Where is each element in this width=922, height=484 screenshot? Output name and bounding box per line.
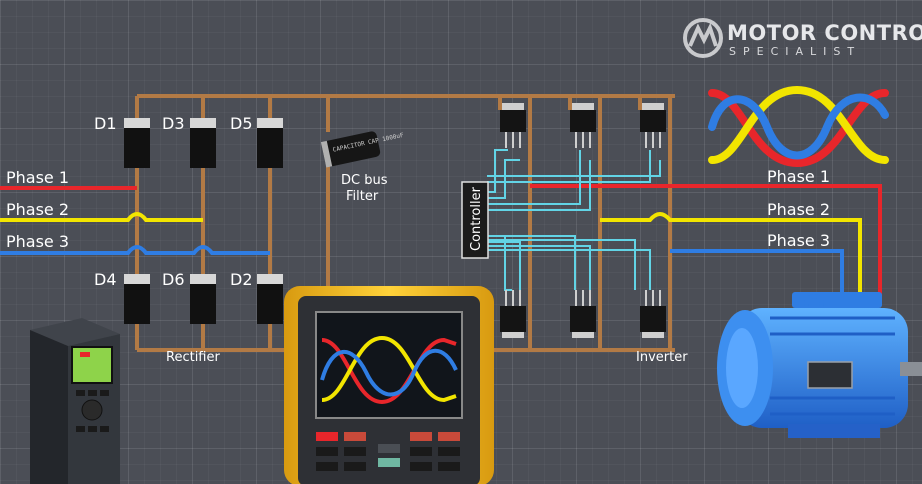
input-phase-lines bbox=[0, 186, 270, 255]
dc-bus-capacitor: CAPACITOR CAP 1000uF bbox=[320, 131, 405, 168]
oscilloscope-waves bbox=[320, 335, 458, 405]
logo-line2: SPECIALIST bbox=[729, 45, 861, 58]
input-phase-2-label: Phase 2 bbox=[6, 200, 69, 219]
igbt-transistor bbox=[570, 290, 596, 338]
inverter-top-switches bbox=[500, 103, 666, 148]
igbt-transistor bbox=[640, 290, 666, 338]
inverter-label: Inverter bbox=[636, 350, 688, 365]
controller-box: Controller bbox=[461, 181, 489, 259]
diode bbox=[190, 118, 216, 168]
output-phase-3-label: Phase 3 bbox=[767, 231, 830, 250]
sine-waves-icon bbox=[708, 85, 889, 168]
diode-label-d5: D5 bbox=[230, 114, 253, 133]
company-logo: MOTOR CONTROL SPECIALIST bbox=[683, 18, 922, 58]
inverter-bottom-switches bbox=[500, 290, 666, 338]
controller-label: Controller bbox=[469, 186, 484, 251]
igbt-transistor bbox=[500, 290, 526, 338]
logo-mark-icon bbox=[683, 18, 723, 58]
igbt-transistor bbox=[640, 103, 666, 148]
diode bbox=[124, 274, 150, 324]
input-phase-1-label: Phase 1 bbox=[6, 168, 69, 187]
oscilloscope bbox=[284, 286, 494, 484]
rectifier-label: Rectifier bbox=[166, 350, 220, 365]
vfd-drive-unit bbox=[30, 318, 120, 484]
diode bbox=[257, 118, 283, 168]
output-phase-2-label: Phase 2 bbox=[767, 200, 830, 219]
diode-bottom-row bbox=[124, 274, 283, 324]
dc-bus-label-line1: DC bus bbox=[341, 173, 388, 188]
vfd-keypad bbox=[76, 390, 109, 432]
oscilloscope-keypad bbox=[316, 432, 460, 471]
diode-label-d4: D4 bbox=[94, 270, 117, 289]
diode-label-d3: D3 bbox=[162, 114, 185, 133]
diode-label-d6: D6 bbox=[162, 270, 185, 289]
output-phase-lines bbox=[530, 184, 882, 300]
diode bbox=[257, 274, 283, 324]
dc-bus-label-line2: Filter bbox=[346, 189, 379, 204]
diode-label-d2: D2 bbox=[230, 270, 253, 289]
igbt-transistor bbox=[570, 103, 596, 148]
diode-top-row bbox=[124, 118, 283, 168]
diode bbox=[190, 274, 216, 324]
logo-line1: MOTOR CONTROL bbox=[727, 21, 922, 45]
diode-label-d1: D1 bbox=[94, 114, 117, 133]
output-phase-1-label: Phase 1 bbox=[767, 167, 830, 186]
motor-cooling-fins bbox=[770, 316, 895, 416]
gate-signal-wires bbox=[487, 149, 661, 291]
diode bbox=[124, 118, 150, 168]
igbt-transistor bbox=[500, 103, 526, 148]
electric-motor bbox=[717, 292, 922, 438]
input-phase-3-label: Phase 3 bbox=[6, 232, 69, 251]
